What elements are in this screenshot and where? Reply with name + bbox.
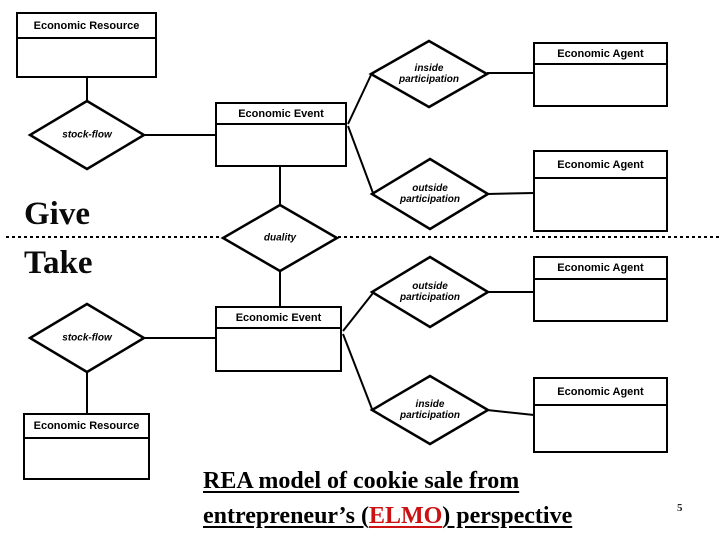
slide-caption: REA model of cookie sale from entreprene…: [203, 464, 703, 534]
give-label: Give: [24, 196, 90, 232]
page-number: 5: [677, 502, 683, 514]
connector-event1-outside1: [347, 125, 374, 194]
diamond-stock-flow-1: [27, 99, 147, 171]
elmo-highlight: ELMO: [368, 503, 443, 529]
entity-body: [217, 329, 340, 370]
label-stock-flow-1: stock-flow: [62, 129, 112, 141]
label-stock-flow-2: stock-flow: [62, 332, 112, 344]
connector-inside2-agent4: [486, 409, 535, 416]
label-inside-participation-1: inside participation: [398, 63, 460, 85]
entity-title: Economic Resource: [18, 14, 155, 39]
entity-title: Economic Event: [217, 104, 345, 125]
entity-economic-agent-4: Economic Agent: [533, 377, 668, 453]
diamond-stock-flow-2: [27, 302, 147, 374]
connector-event2-outside2: [342, 292, 374, 332]
entity-economic-agent-1: Economic Agent: [533, 42, 668, 107]
entity-economic-resource-bottom: Economic Resource: [23, 413, 150, 480]
entity-title: Economic Agent: [535, 44, 666, 65]
entity-economic-event-2: Economic Event: [215, 306, 342, 372]
entity-title: Economic Agent: [535, 152, 666, 179]
label-inside-participation-2: inside participation: [399, 399, 461, 421]
entity-title: Economic Event: [217, 308, 340, 329]
take-label: Take: [24, 245, 93, 281]
entity-title: Economic Agent: [535, 258, 666, 280]
entity-body: [25, 439, 148, 478]
diamond-outside-participation-1: [369, 157, 491, 231]
connector-outside1-agent2: [486, 192, 535, 195]
diamond-inside-participation-2: [369, 374, 491, 446]
caption-line-2: entrepreneur’s (ELMO) perspective: [203, 503, 573, 529]
entity-economic-agent-2: Economic Agent: [533, 150, 668, 232]
entity-title: Economic Agent: [535, 379, 666, 406]
label-outside-participation-2: outside participation: [399, 281, 461, 303]
label-duality: duality: [263, 232, 297, 244]
entity-body: [535, 280, 666, 320]
entity-body: [535, 179, 666, 230]
entity-economic-agent-3: Economic Agent: [533, 256, 668, 322]
entity-body: [535, 406, 666, 451]
entity-title: Economic Resource: [25, 415, 148, 439]
connector-event1-inside1: [347, 74, 372, 125]
connector-event2-inside2: [342, 333, 373, 410]
diamond-inside-participation-1: [368, 39, 490, 109]
entity-body: [217, 125, 345, 165]
label-outside-participation-1: outside participation: [399, 183, 461, 205]
entity-body: [18, 39, 155, 76]
diamond-outside-participation-2: [369, 255, 491, 329]
entity-economic-event-1: Economic Event: [215, 102, 347, 167]
entity-economic-resource-top: Economic Resource: [16, 12, 157, 78]
diamond-duality: [220, 203, 340, 273]
entity-body: [535, 65, 666, 105]
caption-line-1: REA model of cookie sale from: [203, 468, 520, 494]
